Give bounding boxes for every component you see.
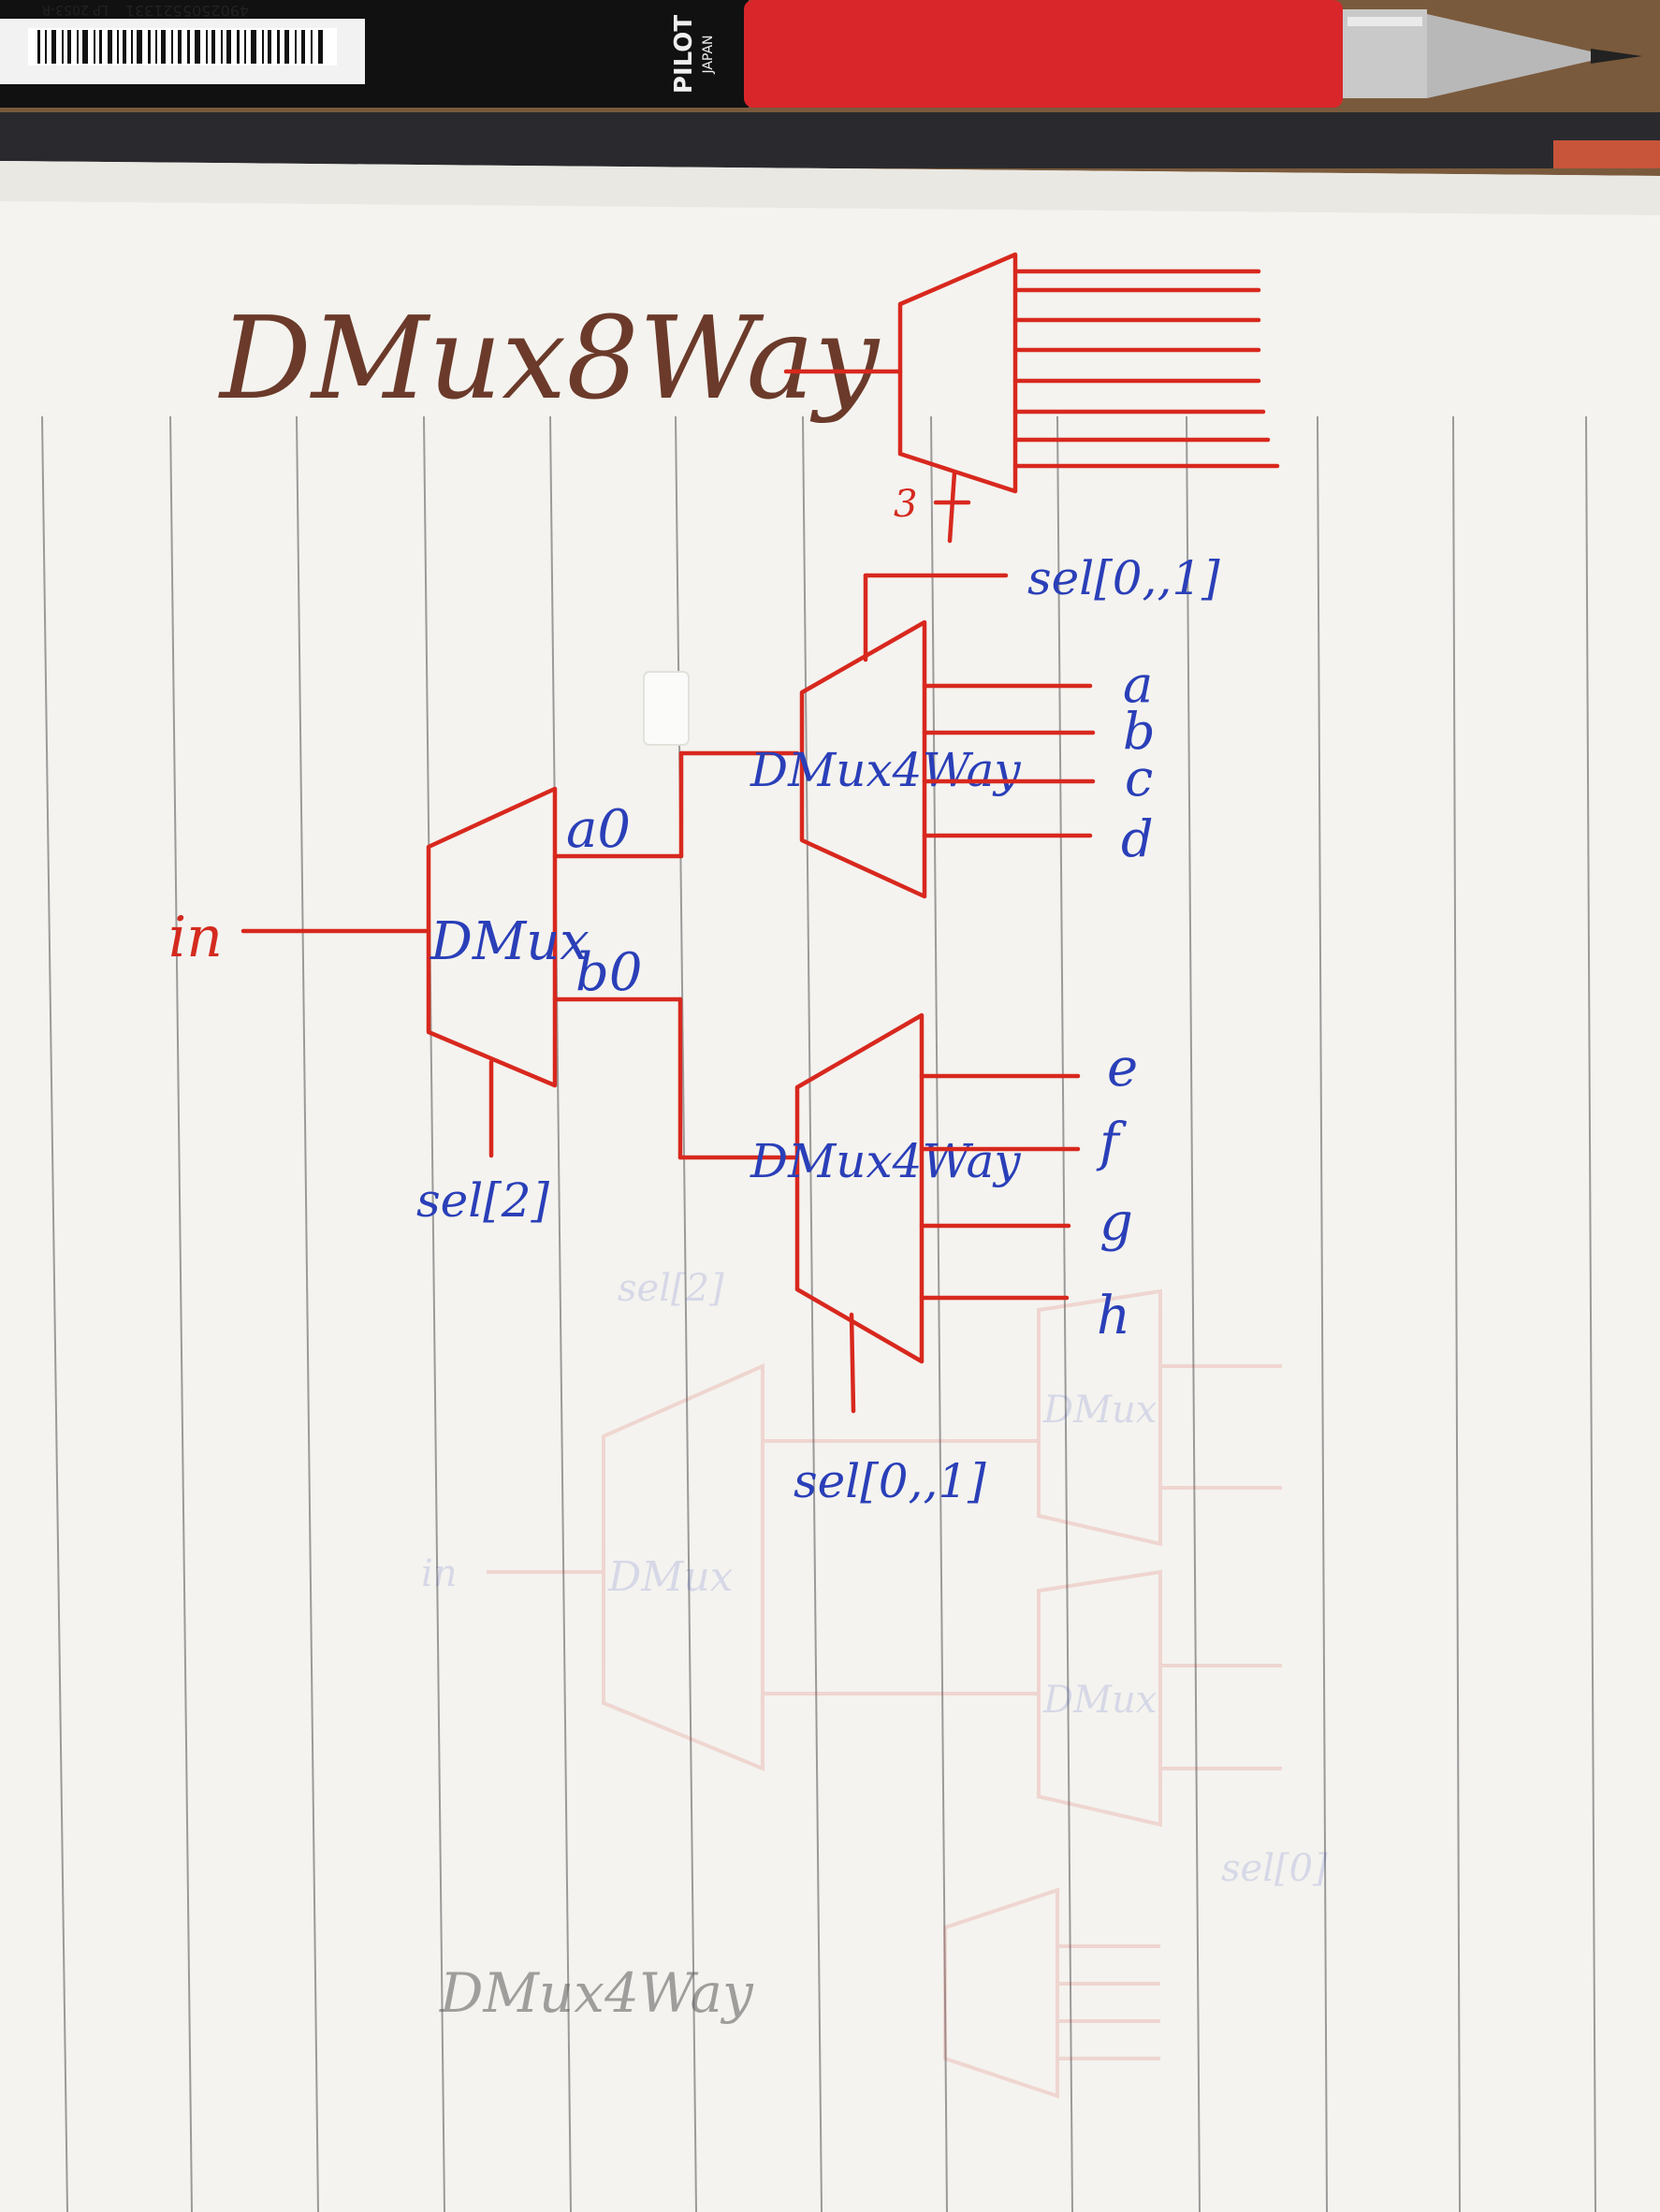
pen-code: LP 2053-R — [41, 2, 108, 17]
pen-barcode-number: 4902505521331 — [125, 2, 249, 20]
notebook-cover — [0, 112, 1660, 168]
dmux-block — [426, 786, 558, 1088]
dmux-output-a0: a0 — [566, 799, 631, 860]
dmux4way-bottom-output-g: g — [1099, 1192, 1133, 1253]
page-title: DMux8Way — [218, 292, 881, 425]
dmux4way-bottom-output-h: h — [1097, 1286, 1130, 1346]
dmux4way-top-select-label: sel[0,,1] — [1027, 551, 1220, 605]
dmux4way-bottom-output-e: e — [1107, 1038, 1138, 1099]
select-width-label: 3 — [894, 483, 917, 526]
dmux4way-top-label: DMux4Way — [750, 743, 1021, 797]
dmux4way-top-block — [799, 619, 927, 899]
dmux4way-bottom-block — [794, 1012, 925, 1364]
dmux4way-bottom-label: DMux4Way — [750, 1134, 1021, 1188]
barcode-icon — [28, 28, 337, 65]
ghost-label-5: sel[2] — [618, 1267, 724, 1310]
dmux-label: DMux — [430, 911, 590, 972]
pen-cap — [744, 0, 1343, 108]
pen-tip — [1343, 9, 1642, 98]
pen-brand: PILOT — [670, 15, 698, 94]
page-shadow — [0, 161, 1660, 215]
ghost-label-3: DMux — [1042, 1679, 1157, 1722]
ghost-label-4: in — [421, 1552, 458, 1595]
pen-origin: JAPAN — [701, 35, 716, 74]
input-label: in — [168, 905, 223, 970]
dmux4way-bottom-select-label: sel[0,,1] — [794, 1454, 986, 1508]
dmux4way-top-output-a: a — [1123, 655, 1153, 714]
dmux-output-b0: b0 — [575, 942, 642, 1003]
notebook-cover-tab — [1553, 140, 1660, 168]
dmux4way-top-output-c: c — [1125, 749, 1153, 808]
ghost-label-1: DMux — [607, 1553, 734, 1601]
ghost-label-2: DMux — [1042, 1389, 1157, 1432]
dmux-select-label: sel[2] — [416, 1173, 550, 1228]
page-sticker — [643, 671, 690, 746]
dmux8way-circuit: in DMux sel[2] a0 b0 DMux4Way sel[0,,1] … — [168, 551, 1220, 1508]
bleed-through-diagram: DMux DMux DMux in sel[2] sel[0] — [421, 1267, 1328, 2099]
dmux8way-symbol: 3 — [783, 252, 1280, 544]
ghost-pencil-label: DMux4Way — [439, 1961, 754, 2025]
dmux4way-top-output-b: b — [1123, 702, 1156, 761]
dmux4way-top-output-d: d — [1121, 809, 1154, 868]
notebook-page — [0, 161, 1660, 2212]
ghost-label-6: sel[0] — [1221, 1847, 1328, 1890]
pen: 4902505521331 LP 2053-R PILOT JAPAN — [0, 0, 1642, 108]
